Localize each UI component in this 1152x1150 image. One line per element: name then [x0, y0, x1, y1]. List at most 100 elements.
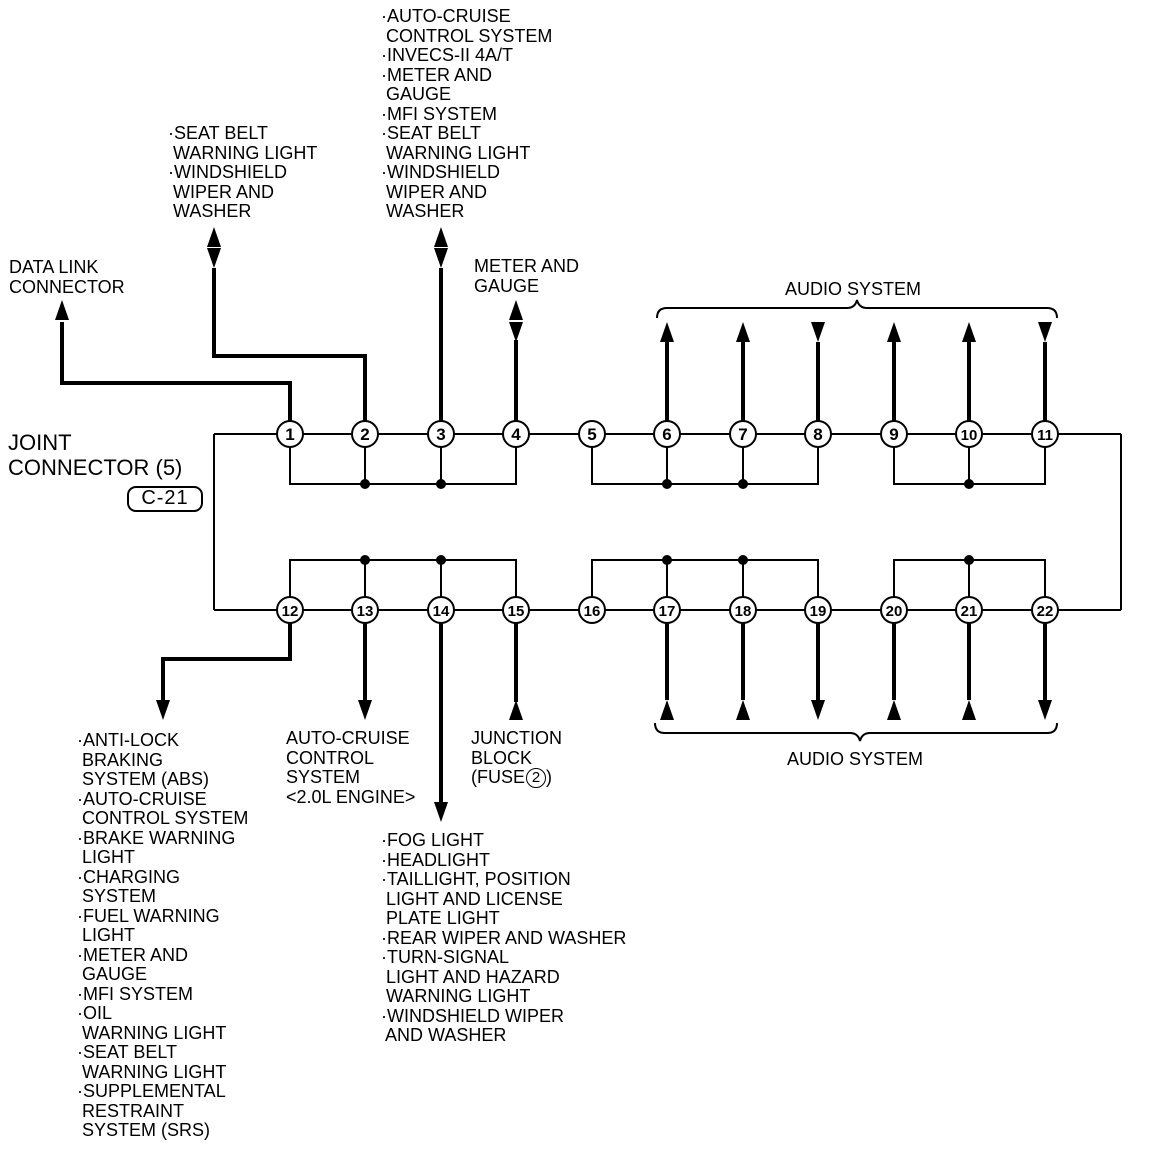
- pin4-destination-label: METER AND GAUGE: [474, 256, 580, 296]
- arrow-pin2-up: [207, 227, 221, 247]
- fuse-number-circle: 2: [526, 768, 546, 788]
- top-splice-group-1: [289, 434, 517, 485]
- arrow-audio-bottom-up: [887, 700, 901, 720]
- top-splice-group-2: [591, 434, 819, 485]
- pin-number: 7: [738, 425, 747, 444]
- connector-code-badge: C-21: [127, 486, 203, 512]
- arrow-pin3-down: [434, 248, 448, 268]
- pin-number: 22: [1037, 603, 1054, 620]
- audio-system-bottom-label: AUDIO SYSTEM: [787, 749, 924, 769]
- pin-number: 8: [813, 425, 822, 444]
- pin-circle: [502, 420, 530, 448]
- pin-number: 20: [886, 603, 903, 620]
- splice-dot: [436, 555, 446, 565]
- arrow-audio-bottom-up: [736, 700, 750, 720]
- pin12-destination-label: ·ANTI-LOCK BRAKING SYSTEM (ABS) ·AUTO-CR…: [77, 730, 249, 1140]
- wire-pin1-data-link: [60, 322, 292, 421]
- pin-circle: [955, 420, 983, 448]
- pin-number: 12: [282, 603, 299, 620]
- pin-number: 14: [433, 603, 450, 620]
- pin-number: 10: [961, 427, 978, 444]
- splice-dot: [662, 479, 672, 489]
- pin-circle: [1031, 596, 1059, 624]
- pin-circle: [351, 596, 379, 624]
- pin-number: 21: [961, 603, 978, 620]
- arrow-pin14-down: [434, 802, 448, 822]
- arrow-pin15-up: [509, 700, 523, 720]
- pin-circle: [276, 420, 304, 448]
- pin-circle: [880, 420, 908, 448]
- pin-circle: [427, 420, 455, 448]
- splice-dot: [964, 479, 974, 489]
- splice-dots: [360, 479, 974, 565]
- arrow-audio-top-up: [962, 322, 976, 342]
- pin-circle: [653, 420, 681, 448]
- pin13-destination-label: AUTO-CRUISE CONTROL SYSTEM <2.0L ENGINE>: [286, 728, 416, 807]
- pin-circle: [729, 420, 757, 448]
- pin-number: 11: [1037, 427, 1053, 444]
- wires: [60, 268, 1122, 802]
- pin-number: 3: [436, 425, 445, 444]
- splice-dot: [738, 479, 748, 489]
- wire-pin12: [161, 623, 292, 700]
- pin-number: 4: [511, 425, 521, 444]
- pin-number: 9: [889, 425, 898, 444]
- splice-dot: [964, 555, 974, 565]
- arrow-audio-bottom-down: [811, 700, 825, 720]
- pin-number: 19: [810, 603, 827, 620]
- arrow-audio-top-down: [811, 322, 825, 342]
- pin15-line1: JUNCTION: [471, 728, 562, 748]
- pin15-fuse-prefix: (FUSE: [471, 767, 525, 787]
- splice-dot: [738, 555, 748, 565]
- arrow-pin3-up: [434, 227, 448, 247]
- pin-number: 15: [508, 603, 525, 620]
- arrow-audio-top-up: [660, 322, 674, 342]
- pin-circle: [427, 596, 455, 624]
- pin2-destination-label: ·SEAT BELT WARNING LIGHT ·WINDSHIELD WIP…: [168, 123, 318, 221]
- arrow-audio-bottom-down: [1038, 700, 1052, 720]
- pin-circle: [955, 596, 983, 624]
- pin-number: 13: [357, 603, 374, 620]
- pin-circle: [804, 596, 832, 624]
- arrow-pin12-down: [156, 700, 170, 720]
- arrow-data-link-up: [55, 300, 69, 320]
- pin-circle: [578, 420, 606, 448]
- bottom-splice-group-2: [591, 559, 819, 610]
- arrow-pin4-up: [509, 300, 523, 320]
- pin-circle: [276, 596, 304, 624]
- arrows: [55, 227, 1052, 822]
- arrow-pin2-down: [207, 248, 221, 268]
- pin-number: 16: [584, 603, 601, 620]
- pin3-destination-label: ·AUTO-CRUISE CONTROL SYSTEM ·INVECS-II 4…: [381, 6, 553, 221]
- connector-title: JOINT CONNECTOR (5): [8, 430, 183, 480]
- splice-dot: [360, 479, 370, 489]
- audio-bottom-brace: [654, 722, 1058, 742]
- arrow-audio-top-up: [887, 322, 901, 342]
- pin-circle: [880, 596, 908, 624]
- pin-circle: [351, 420, 379, 448]
- splice-dot: [436, 479, 446, 489]
- data-link-connector-label: DATA LINK CONNECTOR: [9, 257, 125, 297]
- arrow-pin4-down: [509, 322, 523, 342]
- pin-circle: [729, 596, 757, 624]
- arrow-audio-top-down: [1038, 322, 1052, 342]
- pin-circle: [578, 596, 606, 624]
- pin-circle: [653, 596, 681, 624]
- pin-circle: [804, 420, 832, 448]
- audio-system-top-label: AUDIO SYSTEM: [785, 279, 922, 299]
- arrow-audio-bottom-up: [660, 700, 674, 720]
- pin-number: 2: [360, 425, 369, 444]
- pin15-line2: BLOCK: [471, 747, 533, 768]
- arrow-audio-bottom-up: [962, 700, 976, 720]
- audio-top-brace: [656, 299, 1058, 319]
- bottom-splice-group-1: [289, 559, 517, 610]
- pin-number: 6: [662, 425, 671, 444]
- pin-circle: [1031, 420, 1059, 448]
- arrow-audio-top-up: [736, 322, 750, 342]
- arrow-pin13-down: [358, 700, 372, 720]
- pin-circle: [502, 596, 530, 624]
- splice-dot: [360, 555, 370, 565]
